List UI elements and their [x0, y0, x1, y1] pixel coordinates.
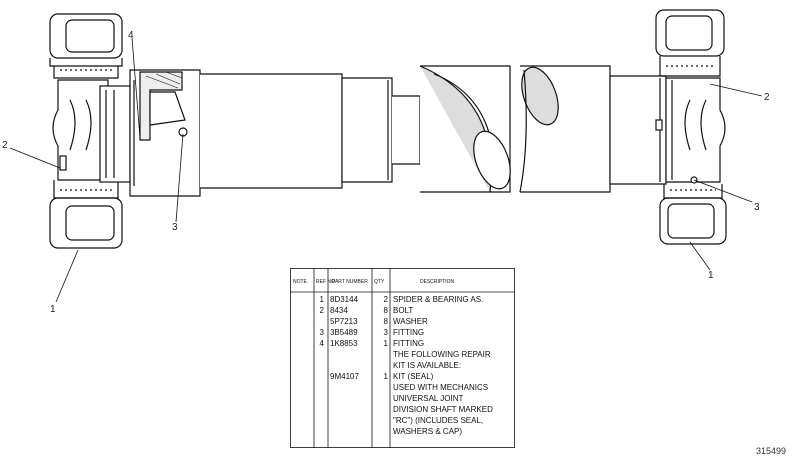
- table-cell-desc: KIT IS AVAILABLE:: [393, 361, 461, 370]
- table-header: NOTE REF NO PART NUMBER QTY DESCRIPTION: [293, 279, 455, 285]
- table-cell-desc: THE FOLLOWING REPAIR: [393, 350, 491, 359]
- right-top-bearing-cap: [655, 9, 725, 77]
- image-id: 315499: [756, 446, 787, 456]
- table-cell-part: 5P7213: [330, 317, 358, 326]
- callout-3-left: 3: [172, 222, 178, 233]
- table-rows: 1 8D3144 2 SPIDER & BEARING AS. 2 8434 8 BOLT 5P…: [320, 295, 494, 436]
- table-cell-desc: BOLT: [393, 306, 413, 315]
- table-cell-desc: DIVISION SHAFT MARKED: [393, 405, 493, 414]
- table-cell-qty: 1: [384, 372, 389, 381]
- table-cell-part: 8434: [330, 306, 348, 315]
- table-cell-desc: UNIVERSAL JOINT: [393, 394, 463, 403]
- table-cell-qty: 2: [384, 295, 389, 304]
- table-cell-ref: 2: [320, 306, 325, 315]
- left-bottom-bearing-cap: [49, 180, 123, 249]
- header-ref: REF NO: [316, 279, 335, 285]
- table-cell-desc: SPIDER & BEARING AS.: [393, 295, 483, 304]
- left-top-bearing-cap: [49, 13, 123, 79]
- table-cell-qty: 8: [384, 317, 389, 326]
- header-note: NOTE: [293, 279, 308, 285]
- callout-1-right: 1: [708, 270, 714, 281]
- callout-3-right: 3: [754, 202, 760, 213]
- leader-lines: [9, 37, 763, 303]
- table-cell-part: 3B5489: [330, 328, 358, 337]
- table-cell-qty: 1: [384, 339, 389, 348]
- shaft-tube-right: [609, 75, 667, 185]
- table-cell-desc: FITTING: [393, 339, 424, 348]
- table-cell-part: 1K8853: [330, 339, 358, 348]
- callout-2-right: 2: [764, 92, 770, 103]
- shaft-break-section: [419, 65, 611, 193]
- table-cell-desc: WASHERS & CAP): [393, 427, 462, 436]
- right-bottom-bearing-cap: [659, 184, 727, 245]
- right-yoke: [655, 77, 726, 184]
- table-cell-part: 8D3144: [330, 295, 359, 304]
- header-desc: DESCRIPTION: [420, 279, 455, 285]
- table-cell-desc: "RC") (INCLUDES SEAL,: [393, 416, 483, 425]
- table-cell-desc: USED WITH MECHANICS: [393, 383, 488, 392]
- table-cell-desc: WASHER: [393, 317, 428, 326]
- shaft-tube-left: [200, 73, 421, 189]
- parts-list-table: NOTE REF NO PART NUMBER QTY DESCRIPTION …: [290, 268, 515, 448]
- table-cell-ref: 4: [320, 339, 325, 348]
- table-cell-ref: 3: [320, 328, 325, 337]
- callout-2-left: 2: [2, 140, 8, 151]
- table-cell-part: 9M4107: [330, 372, 359, 381]
- header-qty: QTY: [374, 279, 385, 285]
- callout-1-left: 1: [50, 304, 56, 315]
- header-part: PART NUMBER: [332, 279, 368, 285]
- table-cell-desc: KIT (SEAL): [393, 372, 434, 381]
- table-cell-desc: FITTING: [393, 328, 424, 337]
- callout-4-top: 4: [128, 30, 134, 41]
- left-flange-sleeve: [129, 69, 201, 197]
- left-yoke: [52, 79, 131, 183]
- table-cell-qty: 8: [384, 306, 389, 315]
- table-cell-ref: 1: [320, 295, 325, 304]
- table-cell-qty: 3: [384, 328, 389, 337]
